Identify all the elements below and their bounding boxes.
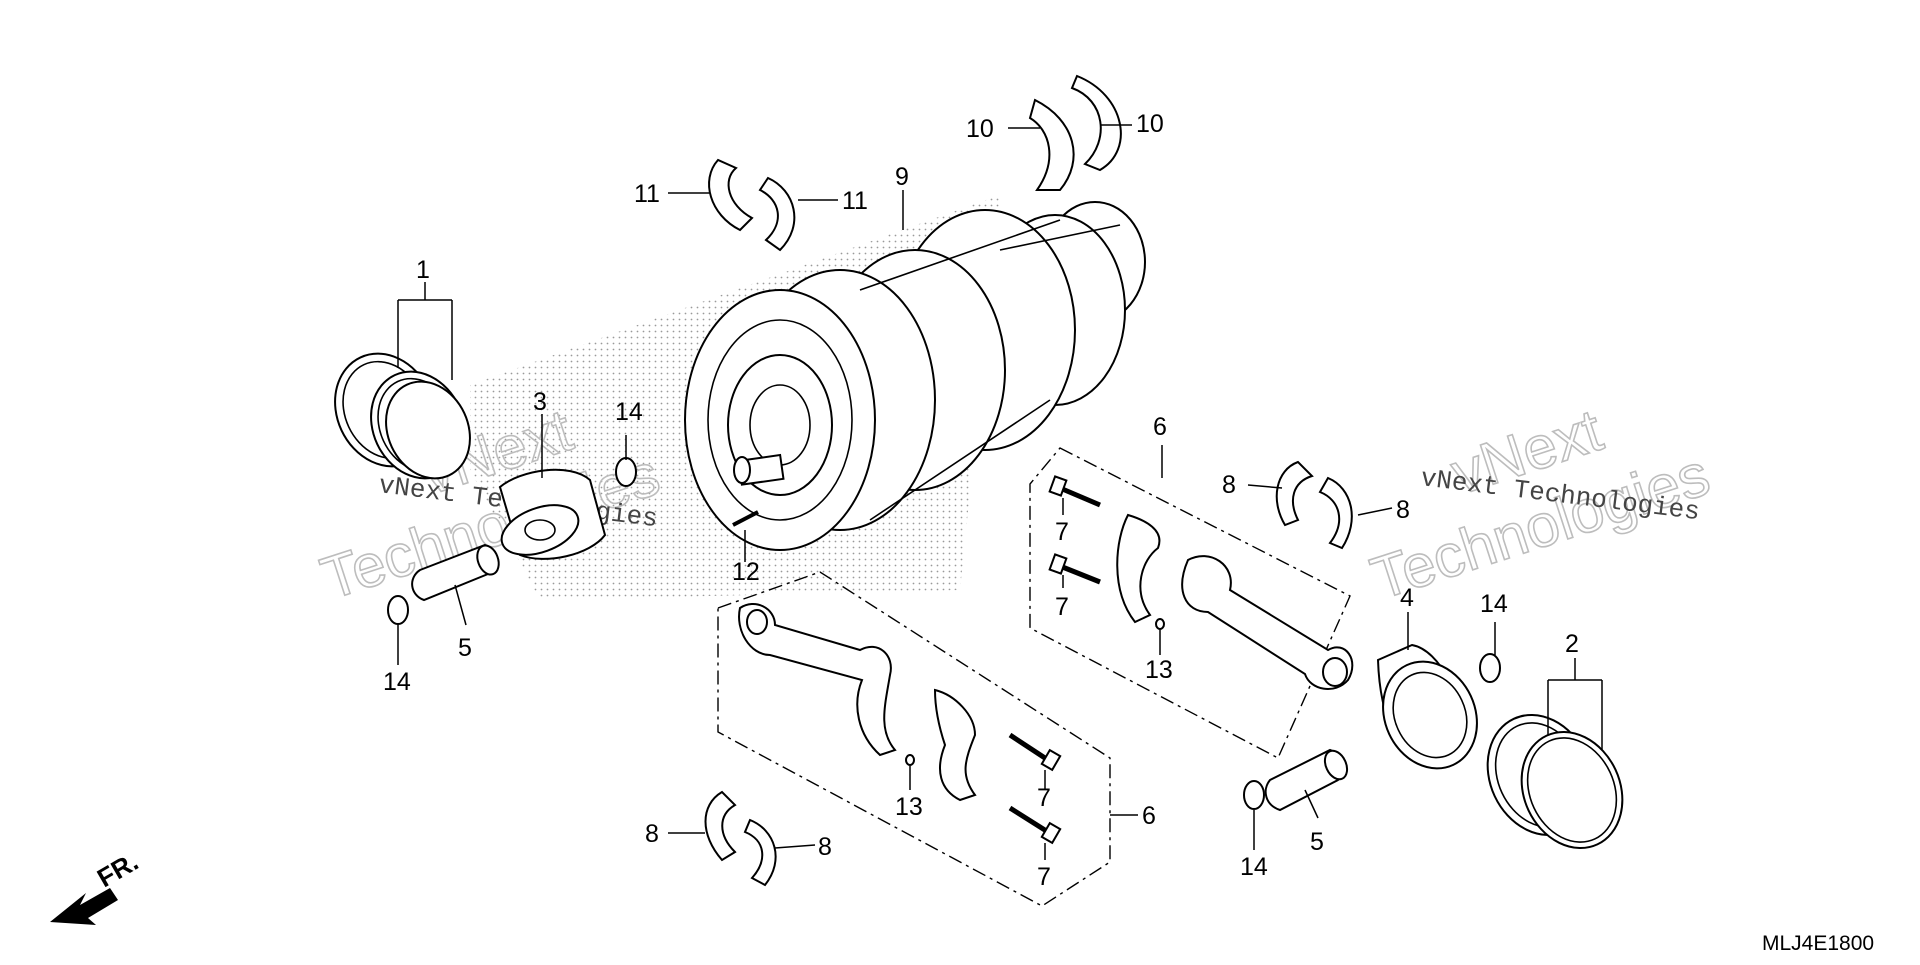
watermark-right: vNext Technologies vNext Technologies [1363,395,1718,613]
main-bearing-right[interactable] [758,176,796,252]
piston-left[interactable] [495,468,607,565]
callout-10a: 10 [966,115,994,143]
conrod-bolts-lower[interactable] [1008,732,1062,845]
thrust-washer-right[interactable] [1070,74,1122,172]
callout-5b: 5 [1310,828,1324,856]
conrod-cap-upper[interactable] [1116,513,1161,624]
piston-pin-clip-left-lower[interactable] [387,595,409,625]
kit-outline-lower [717,571,1111,907]
kit-outline-upper [1029,447,1351,759]
main-bearing-left[interactable] [708,158,754,232]
piston-pin-clip-left-upper[interactable] [615,457,637,487]
connecting-rod-upper[interactable] [1181,555,1354,690]
callout-2: 2 [1565,630,1579,658]
dowel-pin-upper[interactable] [1155,618,1165,630]
callout-8a: 8 [1222,471,1236,499]
front-label: FR. [92,846,143,893]
callout-9: 9 [895,163,909,191]
piston-pin-left[interactable] [411,542,502,602]
conrod-bearing-upper-left[interactable] [1275,460,1314,527]
piston-rings-right[interactable] [1468,698,1640,865]
piston-pin-clip-right-lower[interactable] [1243,780,1265,810]
callout-13b: 13 [895,793,923,821]
callout-4: 4 [1400,584,1414,612]
conrod-bearing-lower-right[interactable] [743,818,777,887]
callouts: 1 2 3 4 5 5 6 6 7 7 7 7 8 8 8 8 9 10 10 … [383,110,1579,891]
piston-right[interactable] [1366,643,1494,784]
callout-8d: 8 [818,833,832,861]
piston-pin-right[interactable] [1264,747,1352,812]
callout-10b: 10 [1136,110,1164,138]
piston-pin-clip-right-upper[interactable] [1479,653,1501,683]
callout-3: 3 [533,388,547,416]
diagram-code: MLJ4E1800 [1762,932,1874,955]
conrod-bolts-upper[interactable] [1048,475,1101,585]
leader-lines [397,124,1603,860]
callout-8b: 8 [1396,496,1410,524]
piston-rings-left[interactable] [317,337,485,494]
callout-14b: 14 [383,668,411,696]
callout-11b: 11 [842,187,868,215]
callout-8c: 8 [645,820,659,848]
callout-7c: 7 [1037,784,1051,812]
callout-14d: 14 [1240,853,1268,881]
callout-1: 1 [416,256,430,284]
front-direction-arrow [50,888,118,925]
callout-6b: 6 [1142,802,1156,830]
crankshaft[interactable] [684,201,1146,551]
callout-7b: 7 [1055,593,1069,621]
callout-7a: 7 [1055,518,1069,546]
callout-11a: 11 [634,180,660,208]
dowel-pin-lower[interactable] [905,754,915,766]
callout-12: 12 [732,558,760,586]
callout-6a: 6 [1153,413,1167,441]
pin-part-12[interactable] [732,510,759,527]
callout-14c: 14 [1480,590,1508,618]
conrod-bearing-upper-right[interactable] [1318,476,1353,550]
callout-13a: 13 [1145,656,1173,684]
callout-5a: 5 [458,634,472,662]
conrod-cap-lower[interactable] [933,688,977,802]
callout-7d: 7 [1037,863,1051,891]
connecting-rod-lower[interactable] [738,603,897,757]
conrod-bearing-lower-left[interactable] [704,790,737,862]
callout-14a: 14 [615,398,643,426]
thrust-washer-left[interactable] [1028,98,1075,191]
